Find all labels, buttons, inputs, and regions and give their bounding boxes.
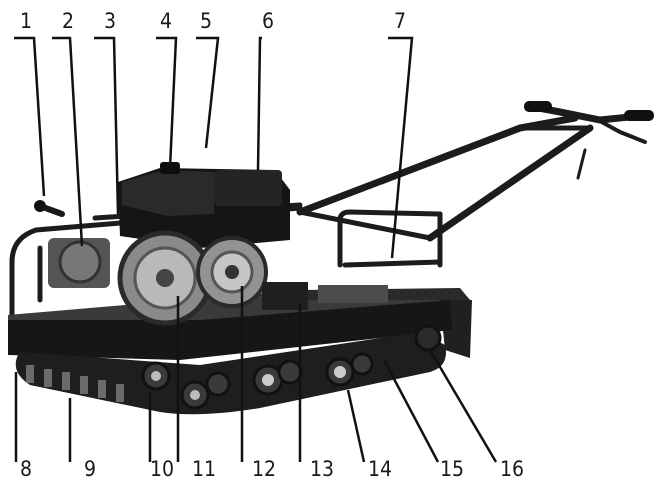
road-wheels bbox=[141, 324, 442, 410]
callout-2: 2 bbox=[62, 9, 74, 33]
callout-11: 11 bbox=[192, 457, 216, 481]
deck-plate bbox=[318, 285, 388, 303]
callout-numbers-top: 1 2 3 4 5 6 7 bbox=[20, 9, 406, 33]
air-filter bbox=[214, 170, 282, 206]
callout-5: 5 bbox=[200, 9, 212, 33]
callout-12: 12 bbox=[252, 457, 276, 481]
machine-illustration bbox=[8, 101, 654, 415]
callout-16: 16 bbox=[500, 457, 524, 481]
frame-side bbox=[8, 300, 452, 360]
left-grip bbox=[524, 101, 552, 112]
drive-pulley bbox=[117, 230, 213, 326]
callout-9: 9 bbox=[84, 457, 96, 481]
track-treads bbox=[26, 365, 124, 402]
fuel-tank bbox=[122, 170, 214, 216]
callout-4: 4 bbox=[160, 9, 172, 33]
callout-7: 7 bbox=[394, 9, 406, 33]
leader-lines bbox=[14, 36, 498, 463]
callout-3: 3 bbox=[104, 9, 116, 33]
callout-8: 8 bbox=[20, 457, 32, 481]
callout-1: 1 bbox=[20, 9, 32, 33]
callout-10: 10 bbox=[150, 457, 174, 481]
callout-14: 14 bbox=[368, 457, 392, 481]
callout-numbers-bottom: 8 9 10 11 12 13 14 15 16 bbox=[20, 457, 524, 481]
callout-15: 15 bbox=[440, 457, 464, 481]
callout-13: 13 bbox=[310, 457, 334, 481]
callout-6: 6 bbox=[262, 9, 274, 33]
driven-pulley bbox=[196, 236, 268, 308]
handlebar-frame bbox=[296, 102, 647, 242]
right-grip bbox=[624, 110, 654, 121]
